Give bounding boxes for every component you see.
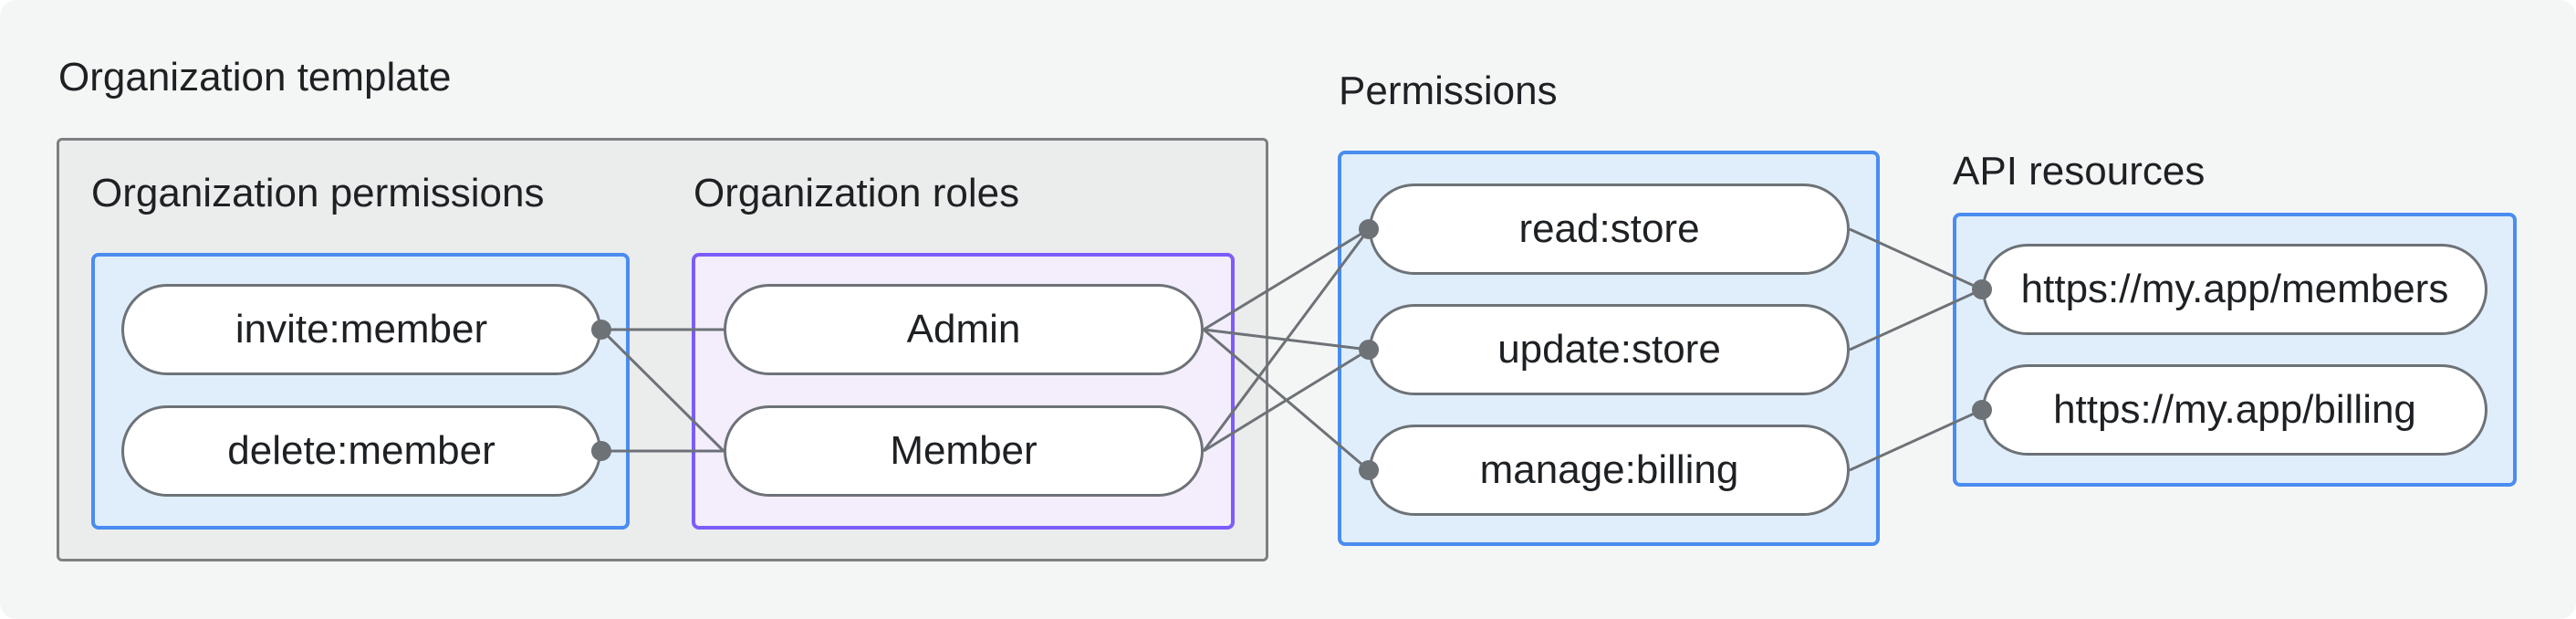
- api-resources-label: API resources: [1953, 149, 2206, 194]
- node-billing-api-url: https://my.app/billing: [1982, 364, 2487, 456]
- node-invite-member: invite:member: [121, 284, 601, 375]
- node-read-store: read:store: [1369, 184, 1850, 275]
- node-members-api-url: https://my.app/members: [1982, 244, 2487, 335]
- node-delete-member: delete:member: [121, 405, 601, 497]
- permissions-label: Permissions: [1339, 68, 1558, 113]
- node-manage-billing: manage:billing: [1369, 425, 1850, 516]
- organization-roles-label: Organization roles: [694, 171, 1020, 215]
- organization-permissions-label: Organization permissions: [91, 171, 545, 215]
- organization-template-label: Organization template: [58, 55, 452, 100]
- node-admin-role: Admin: [724, 284, 1204, 375]
- node-member-role: Member: [724, 405, 1204, 497]
- node-update-store: update:store: [1369, 304, 1850, 395]
